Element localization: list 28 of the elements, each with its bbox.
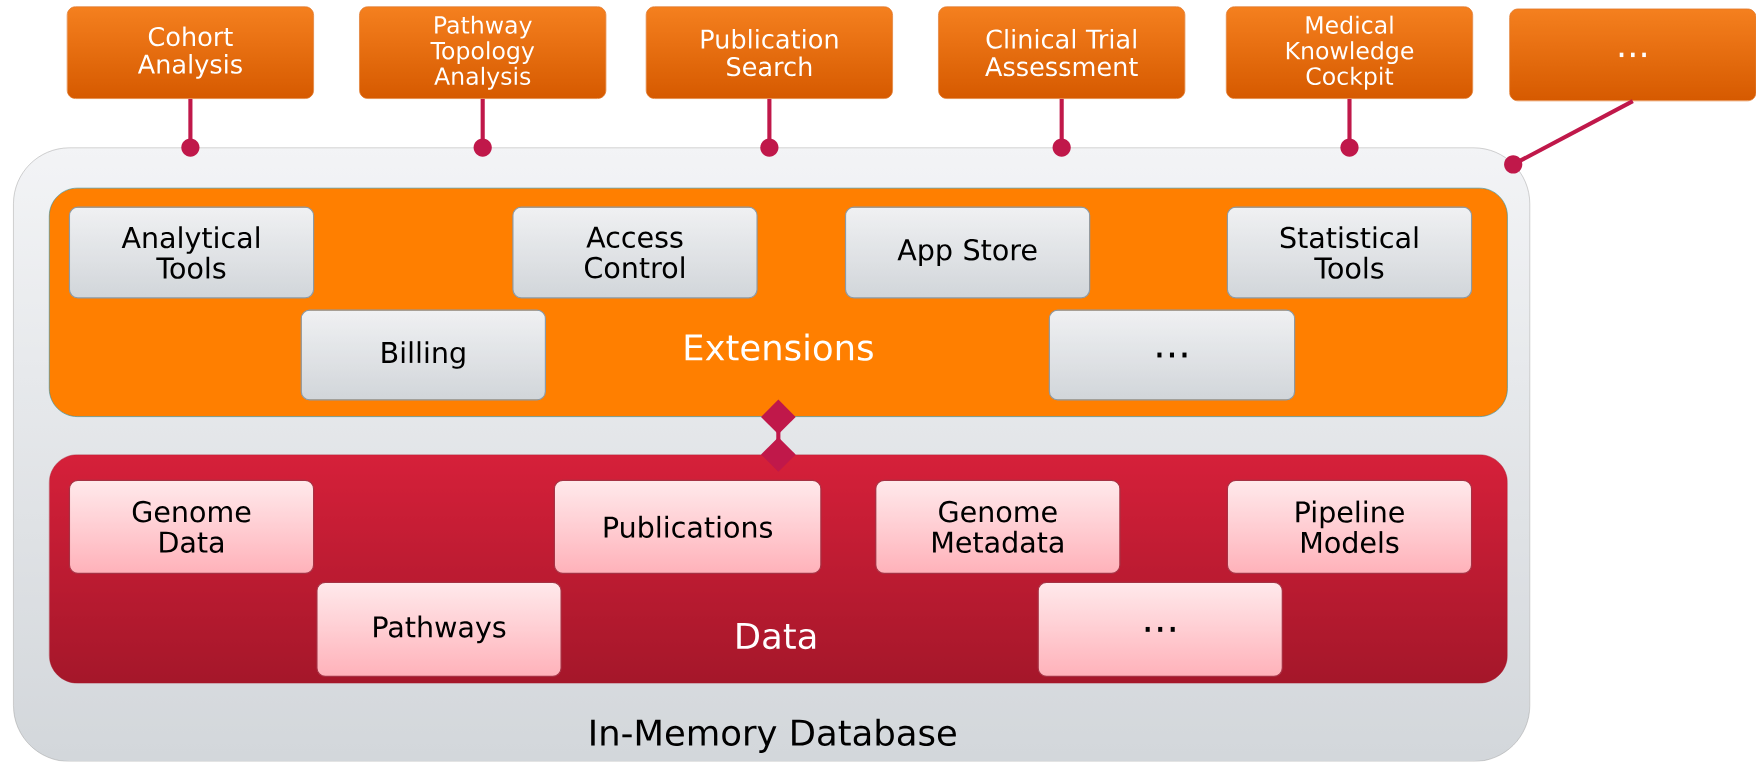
- data-box: Pathways: [316, 582, 562, 678]
- connector: [1052, 99, 1071, 157]
- band-label: Extensions: [685, 333, 873, 362]
- application-box: Clinical Trial Assessment: [938, 6, 1186, 100]
- application-box: ...: [1509, 8, 1756, 102]
- band-label: Data: [737, 623, 816, 650]
- data-box: Pipeline Models: [1226, 480, 1473, 575]
- connector: [181, 99, 200, 157]
- extension-box: ...: [1048, 309, 1296, 401]
- data-box: ...: [1037, 582, 1283, 678]
- application-box: Cohort Analysis: [66, 6, 314, 100]
- band-label: In-Memory Database: [591, 718, 956, 754]
- application-box: Publication Search: [645, 6, 893, 100]
- connector: [760, 99, 779, 157]
- connector: [473, 99, 492, 157]
- extension-box: Access Control: [512, 206, 758, 299]
- data-box: Genome Metadata: [875, 480, 1121, 575]
- application-box: Pathway Topology Analysis: [359, 6, 607, 100]
- extension-box: Billing: [300, 309, 546, 401]
- extension-box: Analytical Tools: [68, 206, 315, 299]
- extension-box: App Store: [844, 206, 1091, 299]
- data-box: Publications: [553, 480, 822, 575]
- connector: [761, 399, 796, 473]
- extension-box: Statistical Tools: [1226, 206, 1473, 299]
- application-box: Medical Knowledge Cockpit: [1225, 6, 1474, 100]
- connector: [1340, 99, 1359, 157]
- data-box: Genome Data: [68, 480, 315, 575]
- connector: [1504, 99, 1634, 174]
